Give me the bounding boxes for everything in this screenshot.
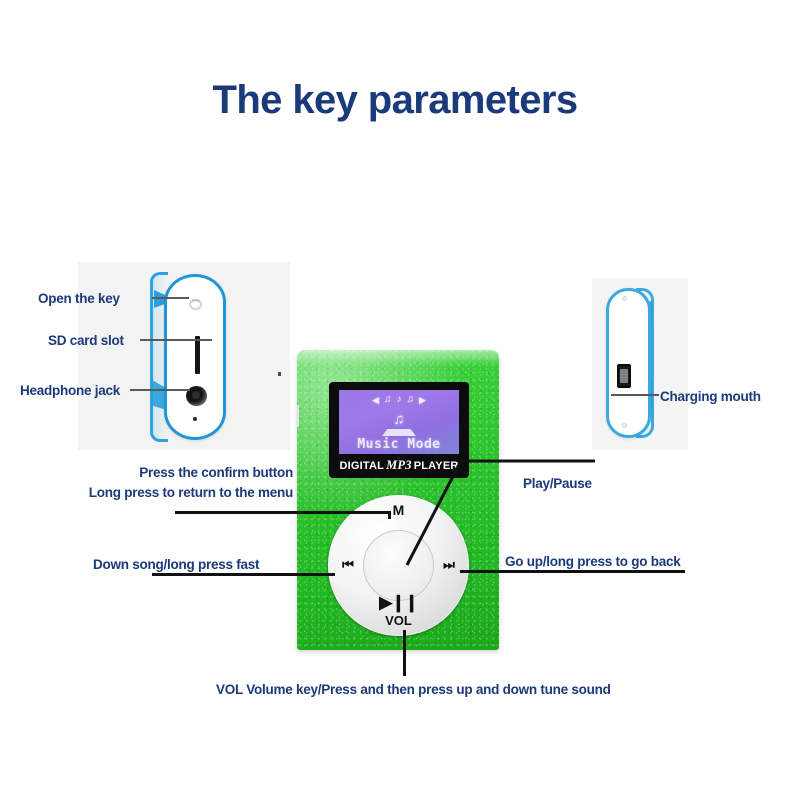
callout-down-song: Down song/long press fast — [93, 557, 260, 572]
left-device-photo-panel — [78, 262, 290, 450]
right-device-photo-panel — [592, 278, 688, 450]
brand-suffix: PLAYER — [413, 460, 459, 472]
lcd-prev-arrow-icon: ◀ — [372, 394, 379, 405]
headphone-jack-inner-icon — [192, 391, 200, 399]
leader-line-charging-mouth — [611, 394, 659, 396]
open-key-hole-icon — [189, 299, 202, 310]
leader-line-go-up — [460, 570, 685, 573]
lcd-topbar-icon-3: ♫ — [406, 394, 415, 405]
right-device-clip — [636, 288, 654, 438]
leader-line-confirm-button — [175, 511, 390, 514]
left-device-microphone-dot-icon — [193, 417, 197, 421]
next-track-button[interactable]: ⏭ — [443, 557, 455, 572]
callout-confirm-button: Press the confirm button Long press to r… — [68, 463, 294, 503]
callout-confirm-line1: Press the confirm button — [139, 465, 293, 480]
play-pause-icon: ▶❙❙ — [379, 593, 419, 612]
brand-mark: MP3 — [386, 458, 412, 472]
sd-card-slot-icon — [195, 336, 200, 374]
previous-track-button[interactable]: ⏮ — [342, 557, 354, 572]
right-device-screw-top-icon — [622, 296, 627, 301]
leader-line-play-pause — [405, 459, 595, 566]
callout-confirm-line2: Long press to return to the menu — [88, 485, 294, 500]
menu-button[interactable]: M — [392, 502, 405, 518]
right-device-screw-bottom-icon — [622, 423, 627, 428]
right-device-body — [606, 288, 651, 438]
page-title: The key parameters — [212, 78, 579, 122]
callout-headphone-jack: Headphone jack — [20, 383, 121, 398]
lcd-topbar-icon-2: ♪ — [396, 394, 402, 405]
control-wheel[interactable]: M ⏮ ⏭ VOL ▶❙❙ — [328, 495, 469, 636]
callout-play-pause: Play/Pause — [523, 476, 592, 491]
leader-line-sd-card-slot — [140, 339, 212, 341]
brand-prefix: DIGITAL — [339, 460, 385, 472]
callout-open-the-key: Open the key — [38, 291, 120, 306]
play-pause-button[interactable]: ▶❙❙ — [363, 530, 434, 611]
lcd-topbar-icon-1: ♫ — [384, 394, 392, 405]
leader-line-down-song — [152, 573, 335, 576]
left-panel-stray-mark — [278, 372, 281, 376]
device-side-button[interactable] — [297, 405, 299, 427]
callout-go-up: Go up/long press to go back — [505, 554, 681, 569]
lcd-pedestal-icon — [382, 429, 416, 436]
leader-line-confirm-button-tick — [388, 511, 391, 519]
leader-line-open-the-key — [152, 297, 189, 299]
leader-line-volume-key-vertical — [403, 630, 406, 676]
leader-line-headphone-jack — [130, 389, 190, 391]
lcd-mode-text: Music Mode — [357, 437, 441, 452]
lcd-next-arrow-icon: ▶ — [419, 394, 426, 405]
usb-charging-port-contacts-icon — [620, 369, 628, 383]
lcd-music-note-icon: ♫ — [393, 411, 405, 428]
lcd-topbar: ◀ ♫ ♪ ♫ ▶ — [339, 395, 459, 405]
volume-button[interactable]: VOL — [385, 613, 412, 628]
callout-volume-key: VOL Volume key/Press and then press up a… — [216, 682, 611, 697]
callout-sd-card-slot: SD card slot — [48, 333, 124, 348]
device-top-highlight — [297, 350, 499, 366]
callout-charging-mouth: Charging mouth — [660, 389, 761, 404]
lcd-screen: ◀ ♫ ♪ ♫ ▶ ♫ Music Mode — [339, 390, 459, 454]
